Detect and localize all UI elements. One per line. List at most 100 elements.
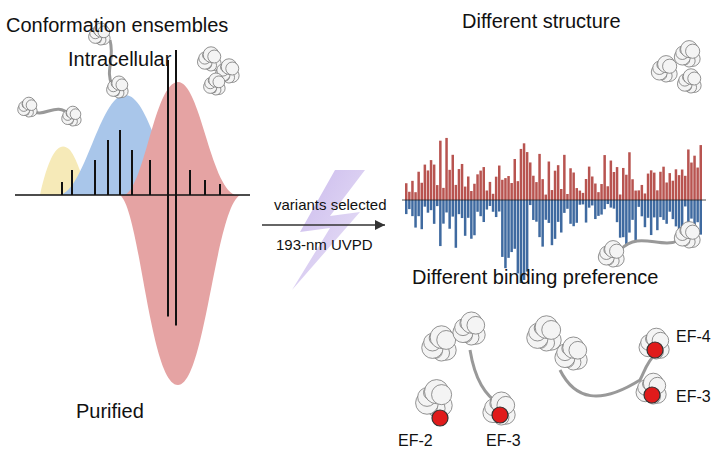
- bar-down: [517, 200, 520, 273]
- peak-line: [94, 160, 96, 195]
- text-label: Conformation ensembles: [6, 14, 228, 37]
- bar-up: [467, 176, 470, 200]
- protein-domain: [677, 69, 701, 93]
- bar-up: [492, 194, 495, 200]
- bar-down: [684, 200, 687, 206]
- bar-up: [501, 180, 504, 200]
- bar-down: [411, 200, 414, 216]
- bar-down: [656, 200, 659, 230]
- bar-down: [576, 200, 579, 223]
- bar-up: [591, 176, 594, 200]
- bar-up: [684, 176, 687, 200]
- bar-chart: [402, 138, 706, 283]
- domain-lobe: [467, 316, 485, 334]
- bar-down: [644, 200, 647, 227]
- bar-down: [498, 200, 501, 212]
- bar-up: [507, 176, 510, 200]
- bar-up: [619, 194, 622, 200]
- bar-down: [563, 200, 566, 213]
- bar-up: [576, 188, 579, 200]
- bar-down: [672, 200, 675, 219]
- bar-down: [588, 200, 591, 208]
- calcium-ion: [644, 387, 660, 403]
- bar-up: [476, 174, 479, 200]
- bar-up: [644, 193, 647, 200]
- bar-down: [526, 200, 529, 272]
- peak-line: [167, 195, 169, 317]
- peak-line: [61, 182, 63, 195]
- bar-up: [560, 189, 563, 200]
- bar-down: [467, 200, 470, 218]
- bar-up: [613, 172, 616, 200]
- peak-line: [175, 50, 177, 195]
- domain-lobe: [688, 72, 701, 85]
- protein-domain: [527, 316, 561, 351]
- bar-up: [665, 182, 668, 200]
- bar-up: [603, 155, 606, 200]
- bar-down: [455, 200, 458, 248]
- bar-down: [687, 200, 690, 223]
- calcium-ion: [492, 407, 508, 423]
- bar-up: [458, 169, 461, 200]
- domain-lobe: [226, 62, 239, 75]
- bar-up: [641, 185, 644, 200]
- bar-up: [417, 172, 420, 200]
- bar-up: [414, 192, 417, 200]
- bar-up: [650, 170, 653, 200]
- text-label: 193-nm UVPD: [276, 236, 373, 253]
- bar-down: [489, 200, 492, 206]
- bar-up: [554, 171, 557, 200]
- bar-up: [452, 155, 455, 200]
- domain-lobe: [610, 244, 624, 258]
- bar-down: [458, 200, 461, 214]
- bar-up: [675, 169, 678, 200]
- protein-domain: [674, 41, 700, 67]
- bar-down: [535, 200, 538, 222]
- bar-up: [610, 161, 613, 200]
- bar-down: [560, 200, 563, 233]
- bar-down: [448, 200, 451, 229]
- protein-domain: [483, 392, 515, 425]
- bar-down: [538, 200, 541, 237]
- bar-up: [532, 176, 535, 200]
- bar-down: [572, 200, 575, 226]
- bar-down: [417, 200, 420, 216]
- bar-up: [489, 182, 492, 200]
- bar-down: [541, 200, 544, 247]
- bar-up: [535, 182, 538, 200]
- protein-domain: [204, 73, 226, 95]
- bar-up: [473, 184, 476, 200]
- bar-up: [405, 183, 408, 200]
- text-label: EF-3: [676, 388, 711, 406]
- bar-up: [427, 170, 430, 200]
- bar-up: [495, 177, 498, 200]
- bar-up: [588, 167, 591, 200]
- bar-down: [483, 200, 486, 222]
- bar-down: [421, 200, 424, 229]
- domain-lobe: [26, 100, 37, 111]
- bar-down: [414, 200, 417, 228]
- bar-up: [659, 172, 662, 200]
- bar-down: [616, 200, 619, 222]
- peak-line: [175, 195, 177, 326]
- bar-up: [653, 173, 656, 200]
- bar-down: [594, 200, 597, 219]
- bar-down: [610, 200, 613, 208]
- peak-line: [189, 170, 191, 195]
- bar-up: [681, 170, 684, 200]
- bar-up: [430, 160, 433, 200]
- bar-up: [448, 170, 451, 200]
- peak-line: [149, 160, 151, 195]
- bar-down: [634, 200, 637, 242]
- bar-up: [678, 175, 681, 200]
- domain-lobe: [686, 44, 700, 58]
- bar-up: [421, 183, 424, 200]
- protein-domain: [598, 241, 624, 267]
- bar-up: [579, 191, 582, 200]
- bar-down: [585, 200, 588, 223]
- bar-down: [545, 200, 548, 220]
- bar-up: [628, 152, 631, 200]
- bar-up: [557, 165, 560, 200]
- bar-down: [473, 200, 476, 235]
- bar-down: [579, 200, 582, 205]
